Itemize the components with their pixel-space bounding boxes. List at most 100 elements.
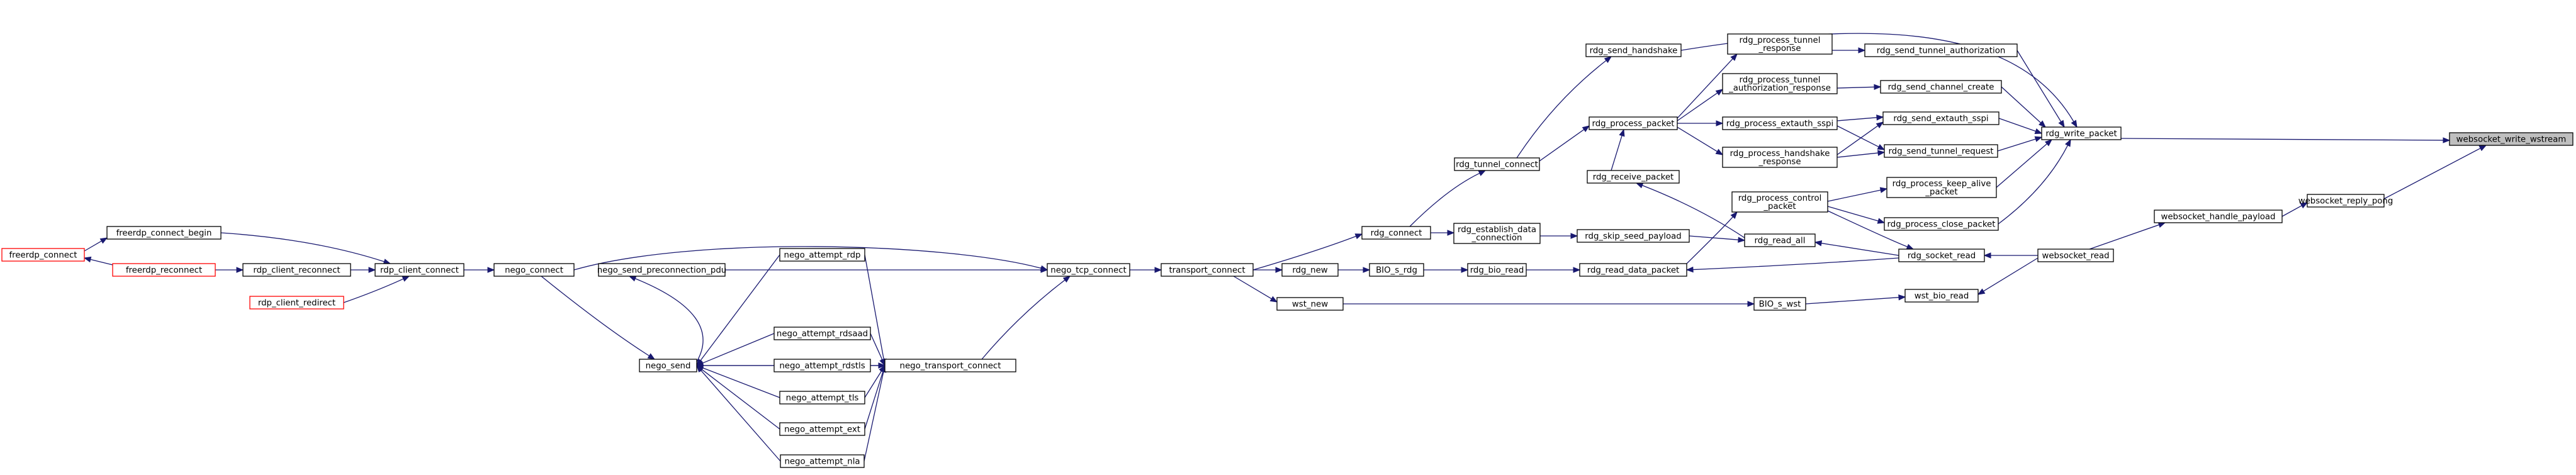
node-box[interactable]	[1898, 249, 1985, 262]
node-box[interactable]	[1579, 263, 1687, 277]
node-box[interactable]	[1880, 80, 2002, 94]
node-rdp[interactable]: rdg_read_data_packet	[1579, 263, 1687, 277]
node-rcc[interactable]: rdp_client_connect	[374, 263, 464, 277]
node-rsr[interactable]: rdg_socket_read	[1898, 249, 1985, 262]
node-box[interactable]	[1882, 111, 1999, 125]
node-box[interactable]	[1453, 223, 1541, 244]
node-pes[interactable]: rdg_process_extauth_sspi	[1722, 116, 1838, 130]
node-box[interactable]	[1369, 263, 1424, 277]
node-box[interactable]	[1276, 297, 1344, 311]
node-box[interactable]	[2037, 249, 2114, 262]
node-box[interactable]	[773, 359, 871, 372]
node-box[interactable]	[780, 454, 865, 468]
node-box[interactable]	[2307, 194, 2385, 208]
node-box[interactable]	[1589, 116, 1678, 130]
node-str[interactable]: rdg_send_tunnel_request	[1884, 144, 1998, 158]
node-ssp[interactable]: rdg_skip_seed_payload	[1577, 229, 1690, 243]
node-ntrc[interactable]: nego_transport_connect	[884, 359, 1016, 372]
node-pcl[interactable]: rdg_process_close_packet	[1884, 217, 1999, 231]
node-box[interactable]	[1281, 263, 1339, 277]
node-box[interactable]	[249, 296, 344, 310]
node-box[interactable]	[1731, 191, 1828, 213]
node-narr[interactable]: nego_attempt_rdsaad	[773, 327, 871, 340]
node-nard[interactable]: nego_attempt_rdstls	[773, 359, 871, 372]
node-rc[interactable]: rdg_connect	[1361, 226, 1431, 240]
node-box[interactable]	[112, 263, 216, 277]
node-nc[interactable]: nego_connect	[493, 263, 575, 277]
node-box[interactable]	[773, 327, 871, 340]
node-nat[interactable]: nego_attempt_tls	[779, 391, 865, 405]
node-box[interactable]	[493, 263, 575, 277]
node-box[interactable]	[639, 359, 697, 372]
node-pcp[interactable]: rdg_process_control_packet	[1731, 191, 1828, 213]
node-bsr[interactable]: BIO_s_rdg	[1369, 263, 1424, 277]
node-box[interactable]	[2041, 126, 2122, 140]
node-box[interactable]	[1727, 33, 1833, 55]
node-box[interactable]	[1744, 233, 1816, 247]
node-nan[interactable]: nego_attempt_nla	[780, 454, 865, 468]
node-box[interactable]	[1722, 147, 1838, 168]
node-ses[interactable]: rdg_send_extauth_sspi	[1882, 111, 1999, 125]
node-rbr[interactable]: rdg_bio_read	[1467, 263, 1527, 277]
node-whp[interactable]: websocket_handle_payload	[2154, 210, 2283, 223]
node-nsend[interactable]: nego_send	[639, 359, 697, 372]
node-ptar[interactable]: rdg_process_tunnel_authorization_respons…	[1722, 73, 1838, 94]
node-box[interactable]	[779, 248, 865, 262]
node-box[interactable]	[779, 391, 865, 405]
node-box[interactable]	[242, 263, 351, 277]
node-fr[interactable]: freerdp_reconnect	[112, 263, 216, 277]
node-box[interactable]	[1047, 263, 1130, 277]
node-trc[interactable]: transport_connect	[1161, 263, 1254, 277]
node-rnew[interactable]: rdg_new	[1281, 263, 1339, 277]
node-wbr[interactable]: wst_bio_read	[1904, 289, 1979, 303]
node-box[interactable]	[1467, 263, 1527, 277]
node-rcrd[interactable]: rdp_client_redirect	[249, 296, 344, 310]
node-edc[interactable]: rdg_establish_data_connection	[1453, 223, 1541, 244]
node-box[interactable]	[2154, 210, 2283, 223]
node-pp[interactable]: rdg_process_packet	[1589, 116, 1678, 130]
node-wnew[interactable]: wst_new	[1276, 297, 1344, 311]
node-nspp[interactable]: nego_send_preconnection_pdu	[597, 263, 726, 277]
node-box[interactable]	[1886, 177, 1997, 198]
node-nar[interactable]: nego_attempt_rdp	[779, 248, 865, 262]
node-box[interactable]	[1722, 116, 1838, 130]
node-wwr[interactable]: websocket_write_wstream	[2449, 132, 2573, 146]
node-box[interactable]	[1361, 226, 1431, 240]
node-rcr[interactable]: rdp_client_reconnect	[242, 263, 351, 277]
node-box[interactable]	[1884, 144, 1998, 158]
node-box[interactable]	[1904, 289, 1979, 303]
node-scc[interactable]: rdg_send_channel_create	[1880, 80, 2002, 94]
node-box[interactable]	[884, 359, 1016, 372]
node-fc[interactable]: freerdp_connect	[1, 248, 85, 262]
node-box[interactable]	[1454, 157, 1540, 171]
node-box[interactable]	[1587, 170, 1680, 184]
node-rwp[interactable]: rdg_write_packet	[2041, 126, 2122, 140]
node-box[interactable]	[1585, 43, 1682, 57]
node-sta[interactable]: rdg_send_tunnel_authorization	[1864, 43, 2018, 57]
node-box[interactable]	[1722, 73, 1838, 94]
node-box[interactable]	[1884, 217, 1999, 231]
node-tc[interactable]: rdg_tunnel_connect	[1454, 157, 1540, 171]
node-nae[interactable]: nego_attempt_ext	[779, 422, 865, 436]
node-box[interactable]	[1577, 229, 1690, 243]
node-box[interactable]	[374, 263, 464, 277]
node-bsw[interactable]: BIO_s_wst	[1753, 297, 1806, 311]
node-box[interactable]	[779, 422, 865, 436]
node-box[interactable]	[598, 263, 726, 277]
node-wsr[interactable]: websocket_read	[2037, 249, 2114, 262]
node-box[interactable]	[1753, 297, 1806, 311]
node-box[interactable]	[1864, 43, 2018, 57]
node-box[interactable]	[2449, 132, 2573, 146]
node-ptr[interactable]: rdg_process_tunnel_response	[1727, 33, 1833, 55]
node-box[interactable]	[106, 226, 222, 240]
node-phr[interactable]: rdg_process_handshake_response	[1722, 147, 1838, 168]
node-rp[interactable]: rdg_receive_packet	[1587, 170, 1680, 184]
node-rra[interactable]: rdg_read_all	[1744, 233, 1816, 247]
node-fcb[interactable]: freerdp_connect_begin	[106, 226, 222, 240]
node-wrp[interactable]: websocket_reply_pong	[2298, 194, 2393, 208]
node-box[interactable]	[1, 248, 85, 262]
node-box[interactable]	[1161, 263, 1254, 277]
node-ntc[interactable]: nego_tcp_connect	[1047, 263, 1130, 277]
node-sh[interactable]: rdg_send_handshake	[1585, 43, 1682, 57]
node-pka[interactable]: rdg_process_keep_alive_packet	[1886, 177, 1997, 198]
